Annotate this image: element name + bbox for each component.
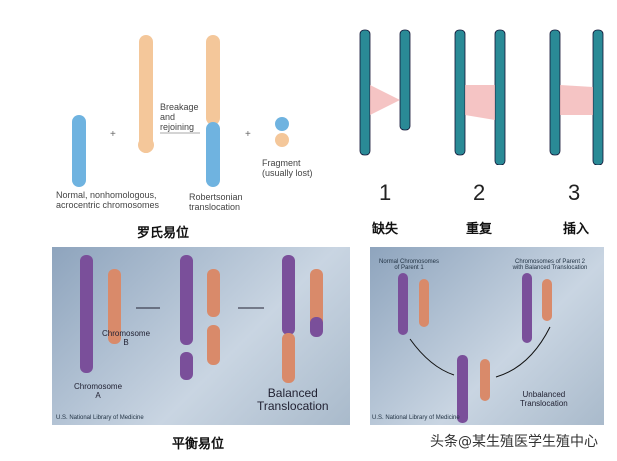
unbalanced-label: Unbalanced Translocation [520,390,568,408]
number-2: 2 [473,180,486,205]
parent2-label: Chromosomes of Parent 2 with Balanced Tr… [512,259,588,271]
chromosome-a-label: Chromosome A [74,382,123,400]
unbalanced-panel: Normal Chromosomes of Parent 1 Chromosom… [370,247,604,425]
caption-robertsonian: 罗氏易位 [137,226,190,241]
robertsonian-label-2: translocation [189,202,241,212]
robertsonian-diagram: + + [72,35,289,187]
credit: U.S. National Library of Medicine [56,415,144,421]
label-deletion: 缺失 [372,222,399,237]
svg-text:+: + [110,129,116,140]
number-3: 3 [568,180,581,205]
label-insertion: 插入 [563,222,590,237]
svg-text:+: + [245,129,251,140]
fragment-label: Fragment [262,158,301,168]
fragment-label-2: (usually lost) [262,168,313,178]
credit: U.S. National Library of Medicine [372,415,460,421]
robertsonian-label: Robertsonian [189,192,243,202]
number-1: 1 [379,180,392,205]
structural-diagram [359,29,604,165]
balanced-panel: Chromosome B Chromosome A Balanced Trans… [52,247,350,425]
fragment [275,117,289,131]
normal-label-2: acrocentric chromosomes [56,200,160,210]
breakage-label: Breakage and rejoining [160,102,199,132]
normal-label: Normal, nonhomologous, [56,190,157,200]
chromosome-orange [139,35,153,153]
parent1-label: Normal Chromosomes of Parent 1 [378,259,439,271]
watermark: 头条@某生殖医学生殖中心 [430,434,598,450]
caption-balanced: 平衡易位 [172,437,225,452]
chromosome-b-label: Chromosome B [102,329,151,347]
balanced-label: Balanced Translocation [257,386,329,413]
chromosome-robertsonian [206,35,220,125]
label-duplication: 重复 [466,222,493,237]
chromosome-blue [72,115,86,187]
